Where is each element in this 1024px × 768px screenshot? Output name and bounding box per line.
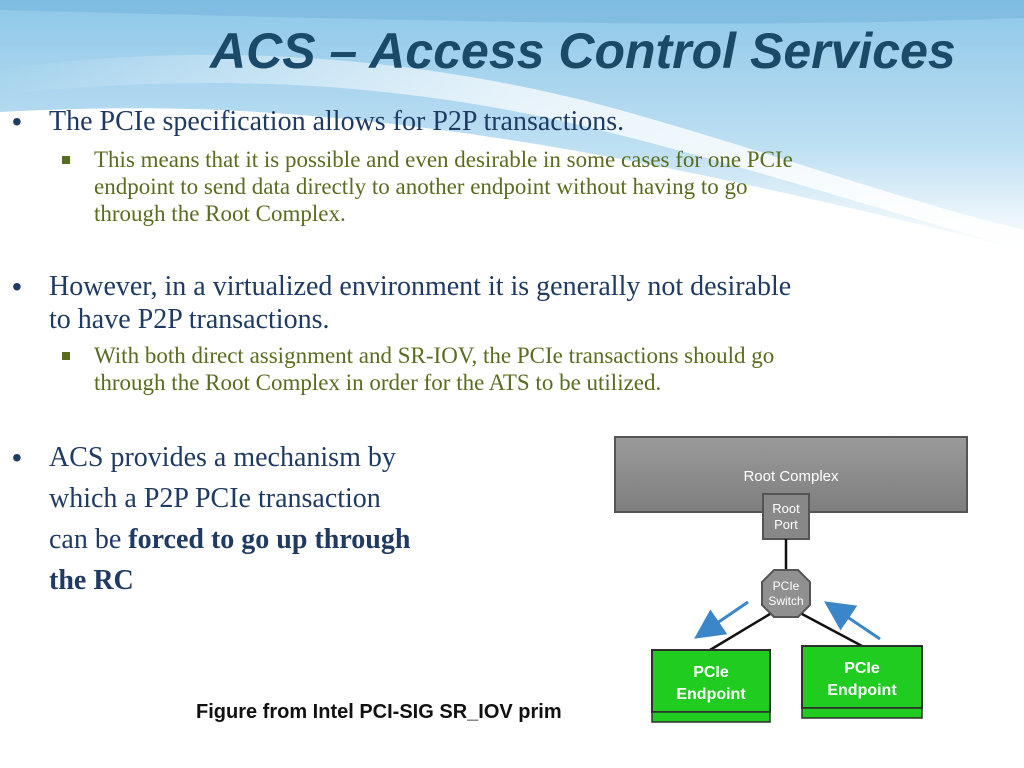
square-bullet-icon [62, 352, 70, 360]
root-port-label-line-1: Root [772, 501, 800, 516]
upstream-arrow-icon [824, 601, 881, 641]
figure-caption: Figure from Intel PCI-SIG SR_IOV prim [196, 701, 562, 723]
endpoint-right-label-line-1: PCIe [844, 660, 880, 677]
root-complex-label: Root Complex [743, 468, 839, 485]
bullet-2-line-1: However, in a virtualized environment it… [49, 271, 792, 302]
slide-title: ACS – Access Control Services [210, 23, 956, 79]
switch-label-line-2: Switch [768, 594, 803, 608]
square-bullet-icon [62, 156, 70, 164]
bullet-2-line-2: to have P2P transactions. [49, 304, 330, 335]
sub-bullet-2-line-1: With both direct assignment and SR-IOV, … [94, 343, 775, 368]
bullet-3-line-1: ACS provides a mechanism by [49, 442, 396, 473]
acs-topology-diagram: Root Complex Root Port PCIe Switch PCIe … [614, 436, 968, 723]
bullet-3-line-3: can be forced to go up through [49, 519, 529, 560]
downstream-arrow-icon [694, 600, 749, 639]
pcie-endpoint-left: PCIe Endpoint [651, 649, 771, 723]
pcie-switch-shape [761, 569, 811, 618]
sub-bullet-2-line-2: through the Root Complex in order for th… [94, 370, 662, 395]
endpoint-left-label-line-2: Endpoint [676, 686, 746, 703]
bullet-3-line-2: which a P2P PCIe transaction [49, 483, 381, 514]
root-port-box [762, 493, 810, 540]
connector-line [801, 612, 863, 648]
sub-bullet-1-line-3: through the Root Complex. [94, 201, 346, 226]
bullet-dot-icon: • [12, 271, 22, 302]
bullet-1-text: The PCIe specification allows for P2P tr… [49, 106, 625, 137]
sub-bullet-1-line-2: endpoint to send data directly to anothe… [94, 174, 748, 199]
pcie-endpoint-right: PCIe Endpoint [801, 645, 923, 719]
bullet-dot-icon: • [12, 106, 22, 137]
endpoint-left-label-line-1: PCIe [693, 664, 729, 681]
bullet-3-emphasis-end: the RC [49, 565, 134, 596]
bullet-3-line-3-prefix: can be [49, 524, 129, 555]
bullet-dot-icon: • [12, 442, 22, 473]
endpoint-right-label-line-2: Endpoint [827, 682, 897, 699]
sub-bullet-1-line-1: This means that it is possible and even … [94, 147, 793, 172]
connector-line [709, 612, 771, 652]
switch-label-line-1: PCIe [773, 579, 800, 593]
bullet-3-emphasis: forced to go up through [128, 524, 411, 555]
root-port-label-line-2: Port [774, 517, 798, 532]
